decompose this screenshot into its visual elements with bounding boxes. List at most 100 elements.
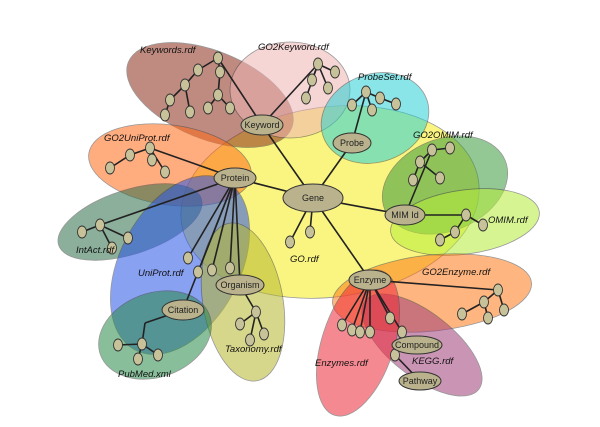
- hub-nodes: Gene Keyword Probe Protein MIM Id Enzyme…: [161, 114, 443, 391]
- hub-compound-label: Compound: [395, 340, 439, 350]
- label-go2uniprot: GO2UniProt.rdf: [104, 133, 171, 144]
- uniprot-leaf: [183, 251, 193, 265]
- keywords-leaf: [180, 78, 190, 92]
- uniprot-leaf: [207, 263, 217, 277]
- go2enzyme-leaf: [479, 295, 489, 309]
- go2omim-leaf: [408, 173, 418, 187]
- enzymes-leaf: [365, 325, 375, 339]
- intact-leaf: [107, 241, 117, 255]
- go2keyword-leaf: [313, 57, 323, 71]
- label-intact: IntAct.rdf: [76, 245, 115, 256]
- hub-citation-label: Citation: [168, 305, 199, 315]
- enzymes-leaf: [337, 318, 347, 332]
- go2uniprot-leaf: [160, 165, 170, 179]
- probeset-leaf: [375, 91, 385, 105]
- probeset-leaf: [347, 98, 357, 112]
- pubmed-leaf: [133, 352, 143, 366]
- go2omim-leaf: [427, 143, 437, 157]
- hub-compound: Compound: [391, 335, 443, 355]
- go2omim-leaf: [415, 155, 425, 169]
- label-go: GO.rdf: [290, 254, 320, 265]
- label-enzymes: Enzymes.rdf: [315, 358, 369, 369]
- label-kegg: KEGG.rdf: [412, 356, 455, 367]
- pubmed-leaf: [113, 338, 123, 352]
- keywords-leaf: [193, 63, 203, 77]
- go2uniprot-leaf: [147, 153, 157, 167]
- enzymes-leaf: [355, 325, 365, 339]
- keywords-leaf: [203, 101, 213, 115]
- label-keywords: Keywords.rdf: [140, 45, 197, 56]
- go2uniprot-leaf: [125, 148, 135, 162]
- probeset-leaf: [361, 85, 371, 99]
- intact-leaf: [95, 218, 105, 232]
- hub-protein-label: Protein: [221, 173, 250, 183]
- hub-enzyme-label: Enzyme: [354, 275, 387, 285]
- pubmed-leaf: [153, 348, 163, 362]
- keywords-leaf: [213, 51, 223, 65]
- keywords-leaf: [213, 88, 223, 102]
- hub-keyword: Keyword: [240, 114, 284, 136]
- uniprot-leaf: [193, 265, 203, 279]
- keywords-leaf: [185, 105, 195, 119]
- omim-leaf: [478, 218, 488, 232]
- omim-leaf: [461, 208, 471, 222]
- intact-leaf: [77, 225, 87, 239]
- hub-mimid: MIM Id: [384, 204, 426, 226]
- hub-organism: Organism: [215, 274, 265, 296]
- probeset-leaf: [391, 97, 401, 111]
- go2keyword-leaf: [330, 65, 340, 79]
- uniprot-leaf: [225, 261, 235, 275]
- hub-probe: Probe: [332, 132, 372, 154]
- pubmed-leaf: [137, 337, 147, 351]
- go-leaf: [285, 235, 295, 249]
- go2enzyme-leaf: [457, 307, 467, 321]
- hub-gene-label: Gene: [302, 193, 324, 203]
- leaf-nodes: [77, 51, 509, 366]
- hub-pathway-label: Pathway: [403, 376, 438, 386]
- hub-organism-label: Organism: [220, 280, 259, 290]
- go2keyword-leaf: [307, 73, 317, 87]
- region-labels: Keywords.rdf GO2Keyword.rdf ProbeSet.rdf…: [76, 42, 529, 380]
- hub-mimid-label: MIM Id: [391, 210, 419, 220]
- hub-keyword-label: Keyword: [244, 120, 279, 130]
- keywords-leaf: [160, 108, 170, 122]
- enzymes-leaf: [385, 311, 395, 325]
- hub-gene: Gene: [282, 183, 344, 213]
- intact-leaf: [123, 231, 133, 245]
- region-omim: [390, 188, 540, 256]
- hub-pathway: Pathway: [398, 371, 442, 391]
- go-leaf: [305, 225, 315, 239]
- keywords-leaf: [215, 65, 225, 79]
- label-pubmed: PubMed.xml: [118, 369, 172, 380]
- go2uniprot-leaf: [145, 141, 155, 155]
- label-uniprot: UniProt.rdf: [138, 268, 185, 279]
- enzymes-leaf: [347, 323, 357, 337]
- hub-protein: Protein: [213, 167, 257, 189]
- keywords-leaf: [225, 101, 235, 115]
- label-go2enzyme: GO2Enzyme.rdf: [422, 267, 491, 278]
- label-go2omim: GO2OMIM.rdf: [413, 130, 474, 141]
- go2uniprot-leaf: [105, 161, 115, 175]
- taxonomy-leaf: [259, 327, 269, 341]
- go2omim-leaf: [435, 171, 445, 185]
- keywords-leaf: [165, 93, 175, 107]
- go2enzyme-leaf: [499, 303, 509, 317]
- go2keyword-leaf: [301, 91, 311, 105]
- region-ellipses: [57, 41, 540, 417]
- hub-enzyme: Enzyme: [348, 269, 392, 291]
- go2omim-leaf: [445, 141, 455, 155]
- omim-leaf: [435, 233, 445, 247]
- taxonomy-leaf: [245, 333, 255, 347]
- go2enzyme-leaf: [493, 283, 503, 297]
- go2keyword-leaf: [323, 81, 333, 95]
- label-probeset: ProbeSet.rdf: [358, 72, 413, 83]
- go2enzyme-leaf: [483, 311, 493, 325]
- label-taxonomy: Taxonomy.rdf: [225, 344, 283, 355]
- label-go2keyword: GO2Keyword.rdf: [258, 42, 330, 53]
- label-omim: OMIM.rdf: [488, 215, 529, 226]
- hub-citation: Citation: [161, 299, 205, 321]
- kegg-leaf: [397, 325, 407, 339]
- omim-leaf: [450, 225, 460, 239]
- taxonomy-leaf: [251, 305, 261, 319]
